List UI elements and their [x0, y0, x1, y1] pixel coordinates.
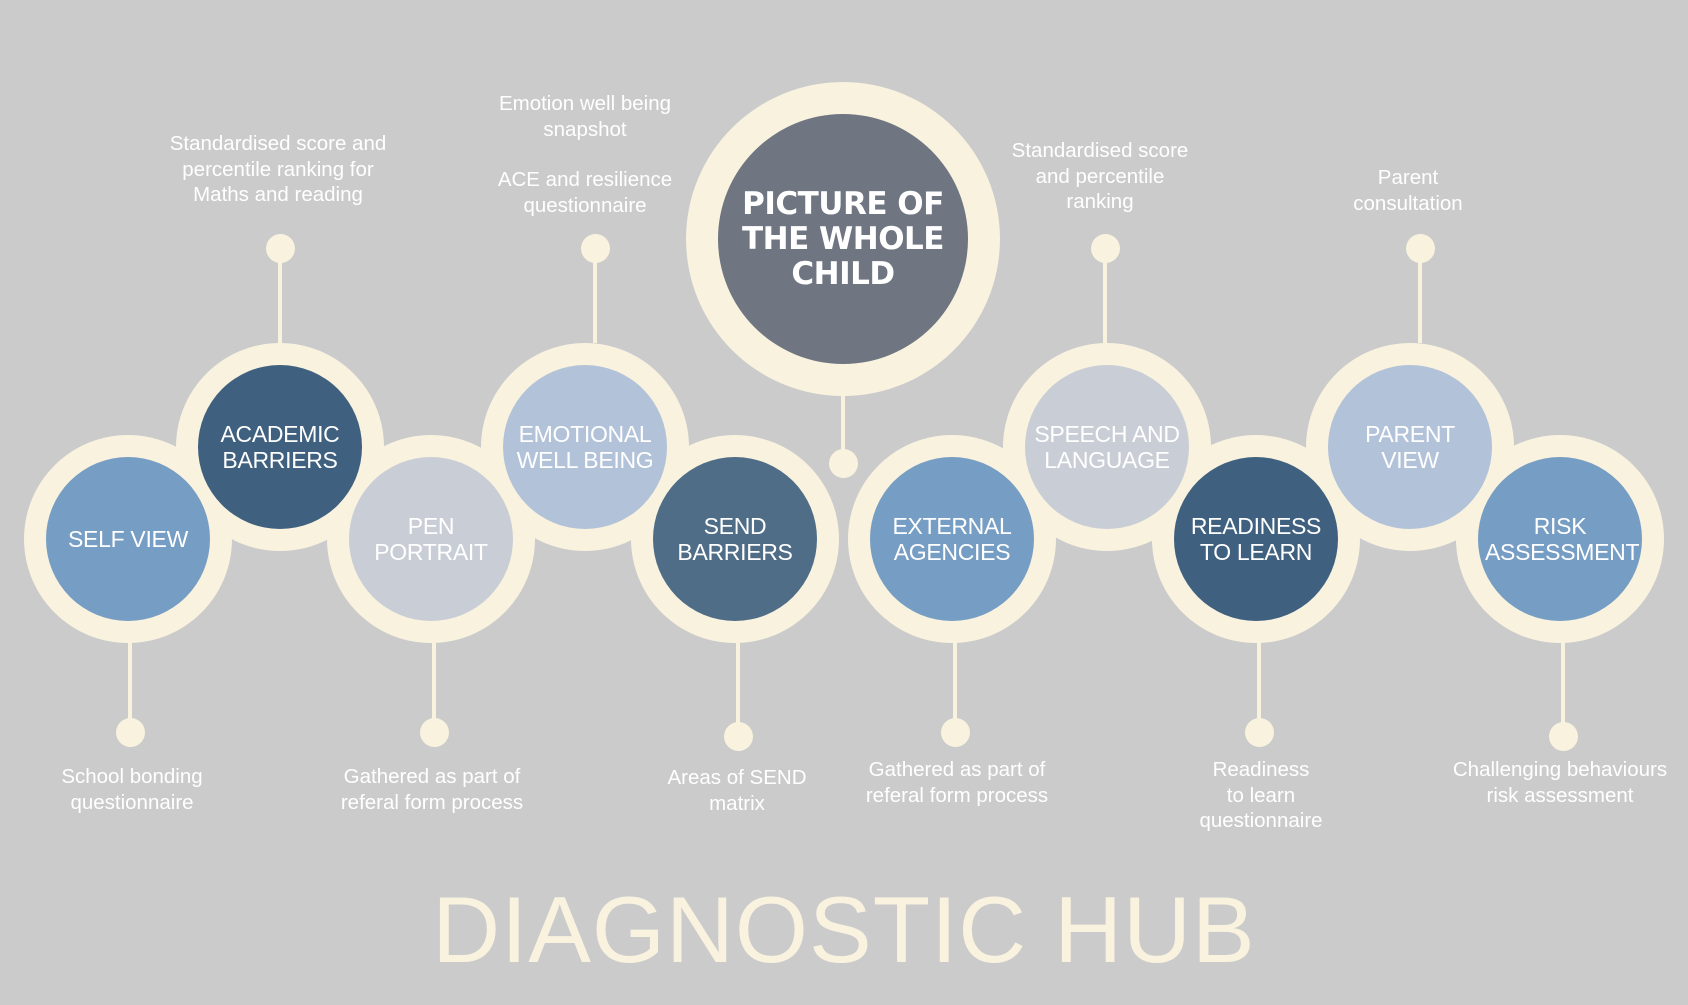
connector-speech-and-language — [1103, 248, 1107, 343]
connector-self-view — [128, 640, 132, 732]
note-line: Emotion well being — [498, 92, 672, 115]
connector-academic-barriers — [278, 248, 282, 343]
node-readiness-to-learn: READINESS TO LEARN — [1174, 457, 1338, 621]
note-line: Maths and reading — [193, 183, 363, 206]
note-line: snapshot — [543, 117, 627, 141]
connector-center — [841, 380, 845, 465]
note-risk-assessment: Challenging behaviours risk assessment — [1430, 757, 1688, 808]
note-line: questionnaire — [1199, 809, 1323, 832]
connector-emotional-well-being — [593, 248, 597, 343]
note-line: referal form process — [865, 783, 1049, 807]
dot-parent-view — [1406, 234, 1435, 263]
node-parent-view: PARENT VIEW — [1328, 365, 1492, 529]
node-risk-assessment: RISK ASSESSMENT — [1478, 457, 1642, 621]
connector-risk-assessment — [1561, 640, 1565, 736]
connector-parent-view — [1418, 248, 1422, 343]
node-emotional-well-being: EMOTIONAL WELL BEING — [503, 365, 667, 529]
note-academic-barriers: Standardised score and percentile rankin… — [148, 131, 408, 208]
note-line: Gathered as part of — [343, 765, 521, 788]
note-line: Areas of SEND — [667, 766, 807, 789]
node-label: SEND BARRIERS — [677, 513, 793, 565]
note-pen-portrait: Gathered as part of referal form process — [312, 764, 552, 815]
note-speech-and-language: Standardised score and percentile rankin… — [990, 138, 1210, 215]
diagnostic-hub-title: DIAGNOSTIC HUB — [432, 877, 1256, 982]
connector-readiness-to-learn — [1257, 640, 1261, 732]
node-label: ACADEMIC BARRIERS — [220, 421, 340, 473]
dot-external-agencies — [941, 718, 970, 747]
node-label: EMOTIONAL WELL BEING — [516, 421, 654, 473]
dot-send-barriers — [724, 722, 753, 751]
note-line: Gathered as part of — [868, 758, 1046, 781]
dot-self-view — [116, 718, 145, 747]
node-label: RISK ASSESSMENT — [1485, 513, 1640, 565]
note-readiness-to-learn: Readiness to learn questionnaire — [1151, 757, 1371, 834]
note-line: to learn — [1226, 783, 1296, 807]
note-line: consultation — [1353, 191, 1463, 215]
node-label: SELF VIEW — [68, 526, 188, 552]
note-line: Standardised score — [1011, 139, 1189, 162]
note-line: Standardised score and — [169, 132, 387, 155]
dot-readiness-to-learn — [1245, 718, 1274, 747]
node-label: PARENT VIEW — [1365, 421, 1455, 473]
node-label: READINESS TO LEARN — [1190, 513, 1322, 565]
node-label: SPEECH AND LANGUAGE — [1034, 421, 1180, 473]
note-send-barriers: Areas of SEND matrix — [627, 765, 847, 816]
node-speech-and-language: SPEECH AND LANGUAGE — [1025, 365, 1189, 529]
note-line: matrix — [709, 791, 765, 815]
node-academic-barriers: ACADEMIC BARRIERS — [198, 365, 362, 529]
note-line: School bonding — [61, 765, 203, 788]
note-line: referal form process — [340, 790, 524, 814]
note-emotional-well-being-1: Emotion well being snapshot — [465, 91, 705, 142]
note-parent-view: Parent consultation — [1308, 165, 1508, 216]
node-pen-portrait: PEN PORTRAIT — [349, 457, 513, 621]
connector-external-agencies — [953, 640, 957, 732]
node-send-barriers: SEND BARRIERS — [653, 457, 817, 621]
note-line: questionnaire — [523, 193, 647, 217]
note-line: and percentile — [1035, 164, 1165, 188]
dot-risk-assessment — [1549, 722, 1578, 751]
note-line: Parent — [1377, 166, 1439, 189]
note-line: percentile ranking for — [182, 157, 374, 181]
connector-send-barriers — [736, 640, 740, 736]
dot-emotional-well-being — [581, 234, 610, 263]
node-label: PEN PORTRAIT — [374, 513, 488, 565]
note-line: Readiness — [1212, 758, 1310, 781]
note-emotional-well-being-2: ACE and resilience questionnaire — [465, 167, 705, 218]
dot-pen-portrait — [420, 718, 449, 747]
note-line: ACE and resilience — [497, 168, 673, 191]
node-external-agencies: EXTERNAL AGENCIES — [870, 457, 1034, 621]
dot-center — [829, 449, 858, 478]
node-label: EXTERNAL AGENCIES — [892, 513, 1012, 565]
note-self-view: School bonding questionnaire — [22, 764, 242, 815]
node-self-view: SELF VIEW — [46, 457, 210, 621]
note-line: Challenging behaviours — [1452, 758, 1668, 781]
connector-pen-portrait — [432, 640, 436, 732]
dot-speech-and-language — [1091, 234, 1120, 263]
note-line: risk assessment — [1486, 783, 1634, 807]
center-title: PICTURE OF THE WHOLE CHILD — [742, 185, 944, 292]
note-line: questionnaire — [70, 790, 194, 814]
note-external-agencies: Gathered as part of referal form process — [837, 757, 1077, 808]
center-node: PICTURE OF THE WHOLE CHILD — [718, 114, 968, 364]
dot-academic-barriers — [266, 234, 295, 263]
note-line: ranking — [1066, 190, 1134, 213]
